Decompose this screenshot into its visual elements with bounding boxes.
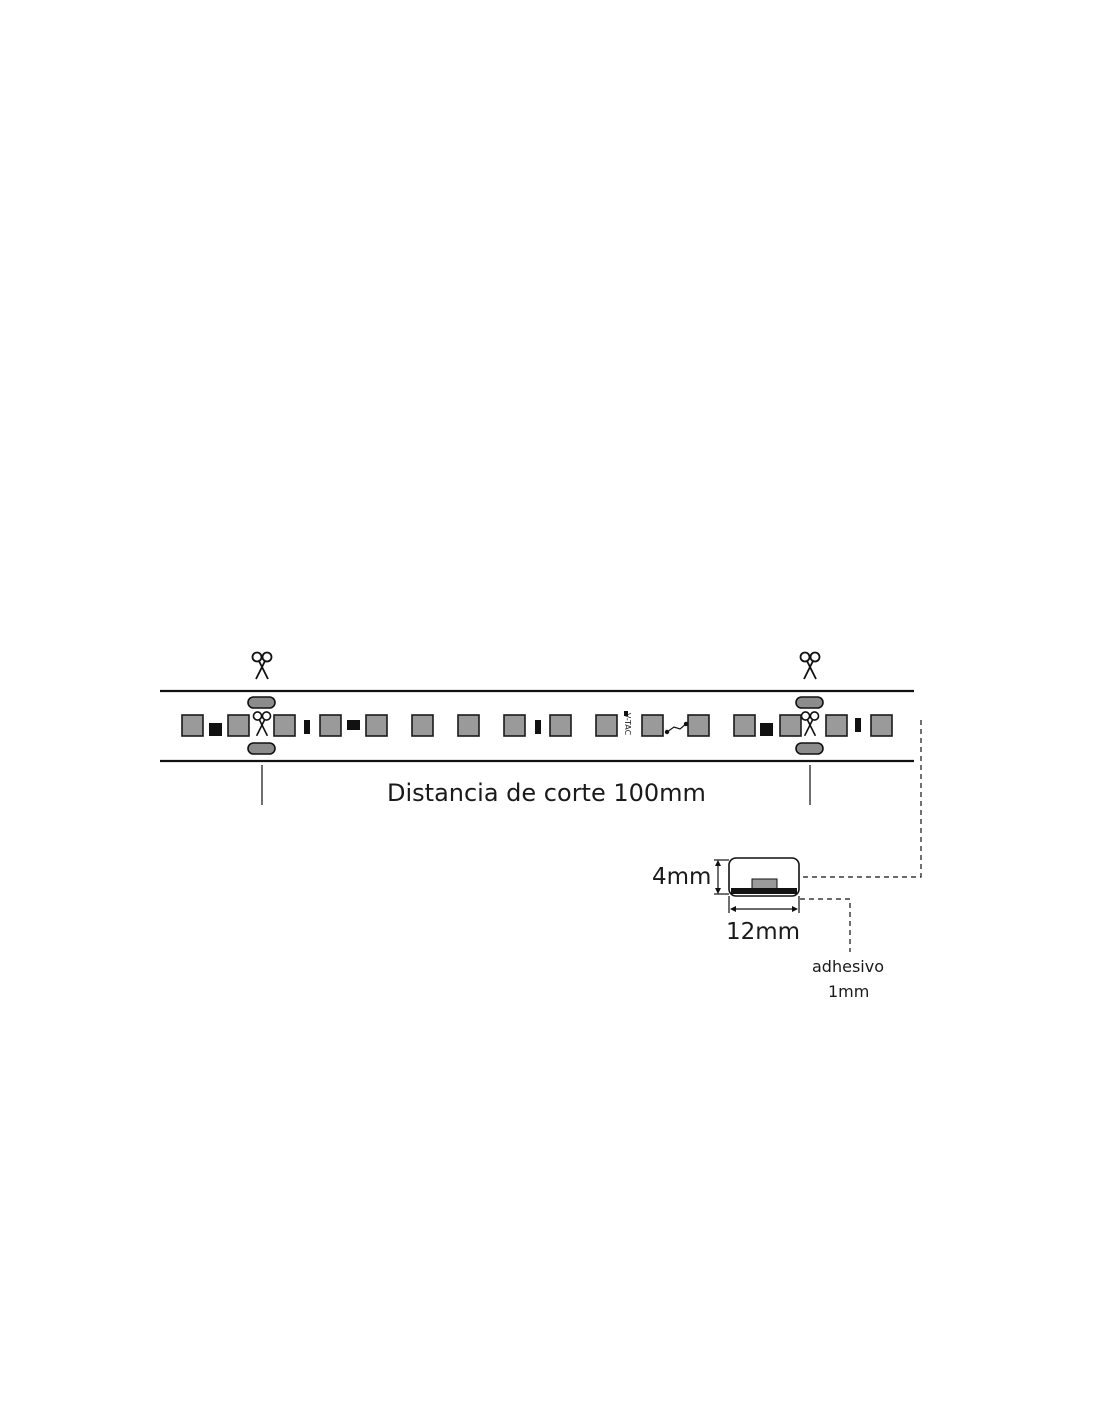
led-chip	[273, 714, 296, 737]
cut-pad	[795, 696, 824, 709]
polarity-arrow-icon	[664, 721, 689, 735]
led-chip	[503, 714, 526, 737]
adhesive-leader-line	[800, 898, 851, 952]
resistor	[760, 723, 773, 736]
scissors-icon	[251, 651, 273, 680]
led-chip	[870, 714, 893, 737]
profile-leader-line	[800, 720, 922, 878]
cut-pad	[247, 742, 276, 755]
resistor	[209, 723, 222, 736]
led-chip	[411, 714, 434, 737]
adhesive-label: adhesivo	[812, 957, 884, 976]
led-chip	[825, 714, 848, 737]
cut-pad	[795, 742, 824, 755]
width-arrow-right	[792, 906, 798, 912]
resistor	[347, 720, 360, 730]
led-chip	[549, 714, 572, 737]
height-arrow-bottom	[715, 888, 721, 894]
led-chip	[687, 714, 710, 737]
scissors-icon	[799, 651, 821, 680]
led-chip	[365, 714, 388, 737]
cut-distance-label: Distancia de corte 100mm	[387, 779, 706, 807]
brand-logo: V-TAC	[623, 713, 632, 736]
profile-base	[731, 888, 797, 894]
led-chip	[181, 714, 204, 737]
led-chip	[779, 714, 802, 737]
width-arrow-left	[730, 906, 736, 912]
led-chip	[227, 714, 250, 737]
resistor	[855, 718, 861, 732]
height-arrow-top	[715, 860, 721, 866]
width-label: 12mm	[726, 919, 800, 945]
svg-text:V-TAC: V-TAC	[623, 713, 632, 736]
profile-outline	[728, 857, 800, 897]
led-chip	[319, 714, 342, 737]
profile-led	[751, 878, 778, 890]
scissors-icon	[800, 711, 820, 737]
scissors-icon	[252, 711, 272, 737]
led-chip	[733, 714, 756, 737]
resistor	[535, 720, 541, 734]
adhesive-thickness-label: 1mm	[828, 982, 869, 1001]
height-label: 4mm	[652, 864, 711, 890]
led-chip	[595, 714, 618, 737]
led-chip	[457, 714, 480, 737]
cut-pad	[247, 696, 276, 709]
brand-logo-mark	[624, 711, 628, 716]
resistor	[304, 720, 310, 734]
led-chip	[641, 714, 664, 737]
